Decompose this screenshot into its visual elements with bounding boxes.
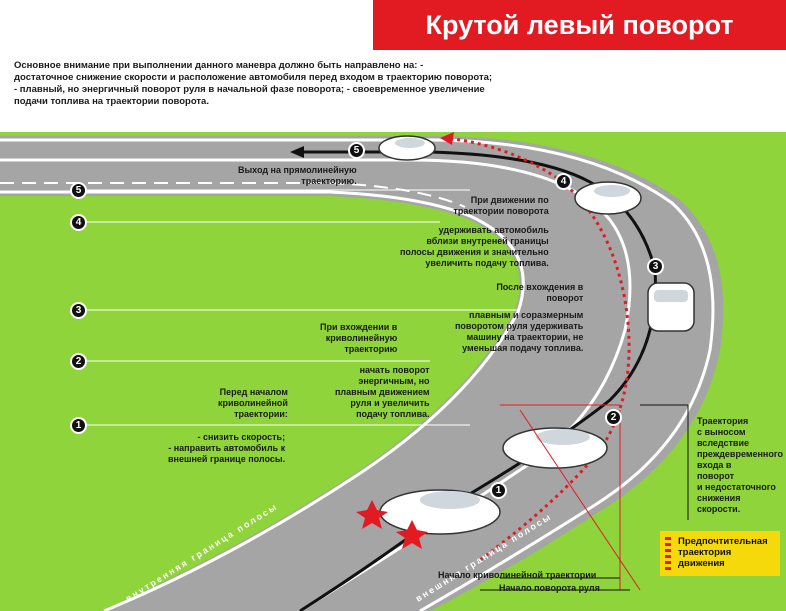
step-badge-3: 3 (70, 302, 87, 319)
start-curve-note: Начало криволинейной траектории (438, 570, 597, 580)
after-entry-note: После вхождения в поворот плавным и сора… (455, 282, 584, 353)
step-badge-4: 4 (70, 214, 87, 231)
start-turn-note: Начало поворота руля (499, 583, 600, 593)
car-step-1: 1 (490, 482, 507, 499)
skid-star-markers (356, 500, 428, 549)
exit-arrow (290, 146, 304, 158)
intro-line: - плавный, но энергичный поворот руля в … (14, 84, 485, 95)
legend-swatch (665, 537, 671, 571)
step-guide-lines (70, 189, 520, 426)
intro-line: Основное внимание при выполнении данного… (14, 60, 424, 71)
late-entry-arrow (440, 132, 454, 145)
before-note: Перед началом криволинейной траектории: (218, 387, 288, 419)
step-badge-5: 5 (70, 182, 87, 199)
legend-box (660, 531, 780, 576)
legend-text: Предпочтительная траектория движения (678, 536, 768, 569)
car-4 (574, 181, 642, 215)
intro-line: подачи топлива на траектории поворота. (14, 96, 209, 107)
step-badge-1: 1 (70, 417, 87, 434)
car-step-4: 4 (555, 173, 572, 190)
intro-line: достаточное снижение скорости и располож… (14, 72, 493, 83)
step-badge-2: 2 (70, 353, 87, 370)
car-step-5: 5 (348, 142, 365, 159)
on-entry-body-note: начать поворот энергичным, но плавным дв… (335, 365, 430, 419)
car-1 (379, 489, 501, 535)
page-title: Крутой левый поворот (373, 0, 786, 50)
leader-lines (480, 404, 689, 591)
car-step-3: 3 (647, 258, 664, 275)
before-body-note: - снизить скорость; - направить автомоби… (168, 432, 286, 464)
reference-lines (500, 404, 641, 591)
exit-note: Выход на прямолинейную траекторию. (238, 165, 357, 186)
inner-edge-line (0, 190, 525, 611)
car-5 (378, 135, 436, 161)
car-2 (502, 427, 608, 469)
car-3 (647, 282, 695, 332)
outer-edge-line (0, 138, 715, 611)
intro-text: Основное внимание при выполнении данного… (14, 60, 574, 108)
road-surface (0, 135, 724, 611)
late-entry-note: Траектория с выносом вследствие преждевр… (697, 416, 783, 514)
on-curve-note: При движении по траектории поворота удер… (400, 195, 549, 268)
late-entry-trajectory (444, 136, 631, 562)
on-entry-note: При вхождении в криволинейную траекторию (320, 322, 398, 354)
car-step-2: 2 (605, 409, 622, 426)
